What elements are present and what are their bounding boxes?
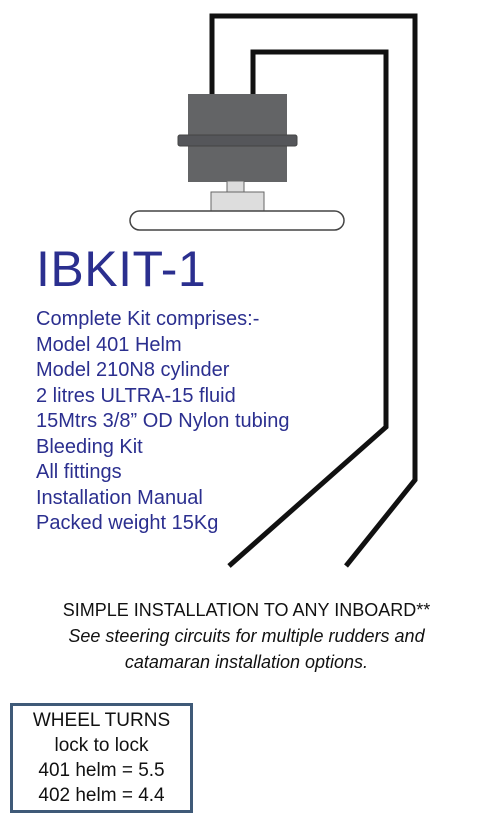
steering-wheel-icon (129, 210, 345, 231)
kit-contents-list: Complete Kit comprises:- Model 401 Helm … (36, 307, 289, 537)
kit-list-item: 15Mtrs 3/8” OD Nylon tubing (36, 410, 290, 432)
installation-headline: SIMPLE INSTALLATION TO ANY INBOARD** (62, 600, 431, 620)
wheel-turns-402: 402 helm = 4.4 (38, 785, 165, 806)
kit-list-item: Installation Manual (36, 486, 203, 509)
wheel-turns-401: 401 helm = 5.5 (38, 760, 165, 781)
tubing-line-outer (209, 13, 418, 568)
kit-list-item: Complete Kit comprises:- (36, 308, 260, 330)
installation-note-line-1: See steering circuits for multiple rudde… (68, 626, 425, 646)
wheel-turns-box: WHEEL TURNS lock to lock 401 helm = 5.5 … (10, 703, 193, 813)
installation-note: SIMPLE INSTALLATION TO ANY INBOARD** See… (0, 597, 493, 675)
tubing-line-inner (227, 49, 389, 568)
kit-list-item: All fittings (36, 461, 122, 483)
wheel-turns-heading: WHEEL TURNS (32, 710, 171, 731)
kit-list-item: Model 401 Helm (36, 333, 182, 356)
kit-list-item: Packed weight 15Kg (36, 512, 219, 534)
installation-note-line-2: catamaran installation options. (124, 652, 369, 672)
wheel-turns-subheading: lock to lock (54, 735, 149, 756)
kit-list-item: 2 litres ULTRA-15 fluid (36, 384, 236, 407)
kit-list-item: Bleeding Kit (36, 435, 143, 458)
kit-title: IBKIT-1 (36, 241, 207, 297)
kit-list-item: Model 210N8 cylinder (36, 359, 230, 381)
helm-pump-icon (177, 94, 298, 212)
